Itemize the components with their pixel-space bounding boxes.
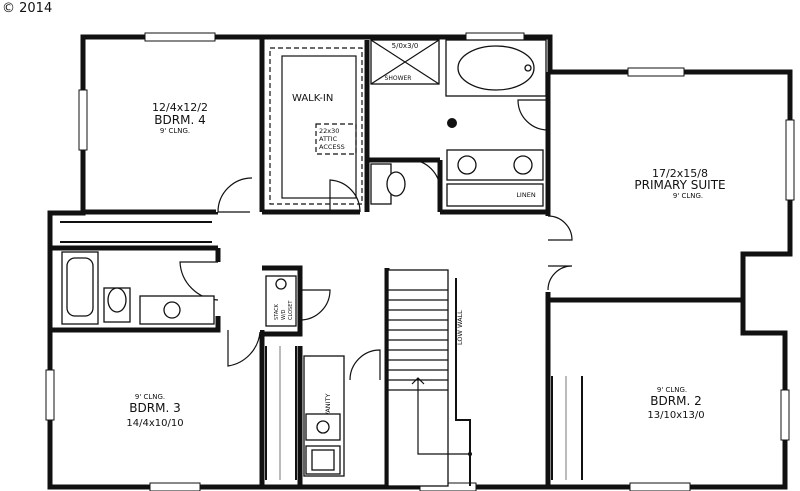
attic-line-3: ACCESS: [319, 143, 345, 151]
room-laundry: STACK W/D CLOSET: [265, 275, 297, 327]
bdrm2-dims: 13/10x13/0: [647, 410, 704, 421]
bdrm4-ceiling: 9' CLNG.: [160, 127, 190, 135]
attic-line-1: 22x30: [319, 127, 339, 135]
low-wall-label: LOW WALL: [456, 310, 464, 345]
room-bdrm-4: 12/4x12/2 BDRM. 4 9' CLNG.: [152, 101, 208, 135]
bdrm3-dims: 14/4x10/10: [126, 418, 183, 429]
shower-label: SHOWER: [385, 75, 412, 82]
bdrm2-ceiling: 9' CLNG.: [657, 386, 687, 394]
shower-size: 5/0x3/0: [392, 42, 419, 50]
attic-line-2: ATTIC: [319, 135, 338, 143]
copyright-text: © 2014: [2, 1, 52, 16]
room-primary-bath: 5/0x3/0 SHOWER LINEN: [370, 39, 547, 207]
room-primary-suite: 17/2x15/8 PRIMARY SUITE 9' CLNG.: [634, 167, 725, 200]
doors: [179, 99, 573, 381]
room-bdrm-2: 9' CLNG. BDRM. 2 13/10x13/0: [551, 376, 705, 480]
primary-ceiling: 9' CLNG.: [673, 192, 703, 200]
room-bdrm-3: 9' CLNG. BDRM. 3 14/4x10/10: [126, 393, 183, 429]
bdrm2-name: BDRM. 2: [650, 394, 701, 408]
bdrm3-ceiling: 9' CLNG.: [135, 393, 165, 401]
bdrm4-dims: 12/4x12/2: [152, 101, 208, 114]
stairs: LOW WALL: [387, 269, 472, 487]
bdrm3-name: BDRM. 3: [129, 401, 180, 415]
stack-line-2: W/D: [281, 309, 287, 320]
linen-label: LINEN: [516, 191, 536, 199]
walkin-label: WALK-IN: [292, 93, 333, 104]
hall-vanity: 54" VANITY: [265, 346, 345, 480]
bdrm4-name: BDRM. 4: [154, 113, 205, 127]
room-walk-in: WALK-IN 22x30 ATTIC ACCESS: [269, 47, 363, 205]
stack-line-1: STACK: [274, 303, 280, 320]
room-hall-bath: [61, 251, 215, 325]
primary-name: PRIMARY SUITE: [634, 178, 725, 192]
stack-line-3: CLOSET: [288, 300, 294, 320]
vanity-label: 54" VANITY: [324, 393, 332, 430]
primary-dims: 17/2x15/8: [652, 167, 708, 180]
windows: [45, 32, 795, 491]
